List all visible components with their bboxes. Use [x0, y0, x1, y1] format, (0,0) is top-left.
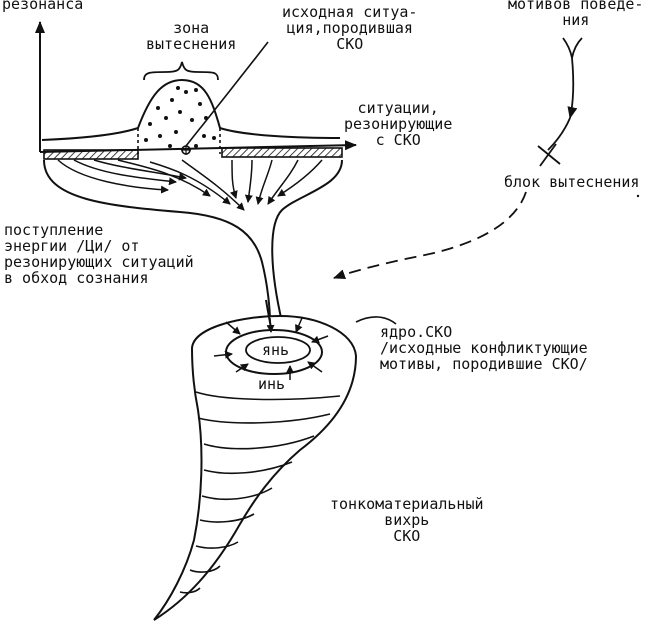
hatched-bars	[43, 147, 343, 160]
funnel-outer-left	[43, 159, 271, 323]
yang-label: янь	[262, 341, 290, 359]
core-label-leader	[355, 316, 397, 325]
resonating-situations-label: ситуации, резонирующие с СКО	[344, 99, 453, 149]
funnel-outer-right	[271, 159, 343, 323]
hatched-bar-left	[43, 149, 139, 160]
resonance-curve	[41, 78, 341, 154]
core-label: ядро.СКО /исходные конфликтующие мотивы,…	[380, 323, 588, 373]
motives-label: мотивов поведе- ния	[508, 0, 644, 29]
vortex-cone	[153, 314, 358, 621]
origin-marker	[181, 41, 269, 155]
core-arrows	[213, 317, 329, 380]
vortex-rings	[179, 391, 341, 594]
zone-label: зона вытеснения	[146, 19, 237, 53]
funnel	[43, 159, 343, 323]
peak-dots	[144, 86, 216, 148]
displacement-zone-brace	[143, 61, 219, 81]
energy-inflow-label: поступление энергии /Ци/ от резонирующих…	[4, 221, 194, 287]
vortex-label: тонкоматериальный вихрь СКО	[330, 495, 484, 545]
block-label: блок вытеснения	[504, 173, 640, 191]
hatched-bar-right	[221, 147, 343, 158]
y-axis-label: резонанса	[2, 0, 84, 13]
initial-situation-label: исходная ситуа- ция,породившая СКО	[282, 3, 418, 53]
motives-arrow	[333, 37, 583, 279]
vortex	[153, 299, 358, 621]
energy-arrows	[57, 159, 323, 211]
curve-line	[41, 78, 341, 141]
yang-ellipse	[245, 336, 311, 364]
yin-label: инь	[258, 375, 286, 393]
